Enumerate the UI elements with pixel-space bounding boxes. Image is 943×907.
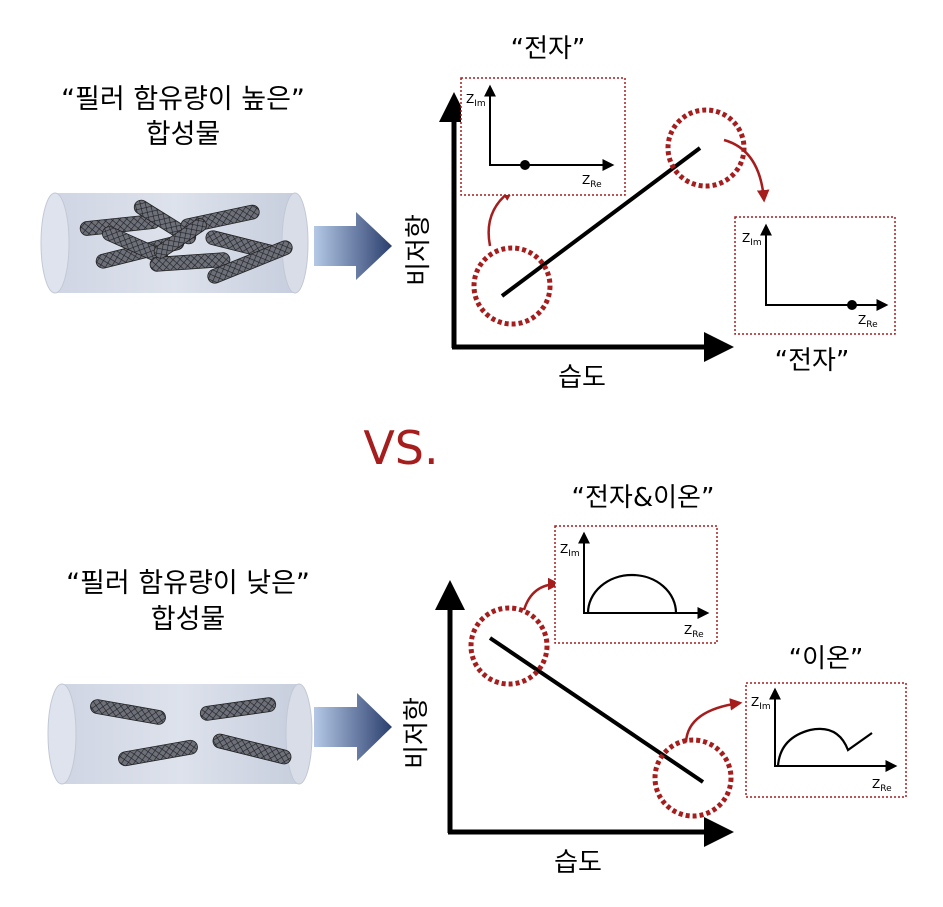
filler-tubes-dense [79, 199, 293, 284]
bottom-y-axis-label: 비저항 [402, 697, 432, 769]
nyquist-point [847, 300, 857, 310]
top-resistivity-trend-line [500, 146, 702, 298]
bottom-sample-label-line1: “필러 함유량이 낮은” [66, 568, 310, 599]
filler-tubes-sparse [90, 697, 292, 767]
top-high-humidity-circle [665, 107, 747, 189]
top-y-axis-label: 비저항 [404, 214, 434, 286]
z-im-label: ZIm [466, 92, 486, 109]
bottom-high-callout-arrow [684, 698, 743, 743]
bottom-inset-high-label: “이온” [789, 644, 864, 674]
z-re-label: ZRe [858, 313, 878, 330]
top-high-callout-arrow [723, 138, 770, 203]
low-filler-composite-cylinder [47, 683, 313, 785]
bottom-inset-low-label: “전자&이온” [572, 483, 715, 513]
nyquist-point [520, 160, 530, 170]
top-low-humidity-circle [471, 245, 553, 327]
top-inset-high-nyquist: ZIm ZRe [734, 216, 896, 335]
top-main-axes [439, 92, 734, 362]
bottom-low-humidity-circle [468, 605, 550, 687]
bottom-resistivity-trend-line [488, 636, 705, 784]
bottom-x-axis-label: 습도 [554, 848, 602, 878]
top-process-arrow [314, 212, 392, 280]
z-re-label: ZRe [582, 173, 602, 190]
top-panel: “필러 함유량이 높은” 합성물 [40, 34, 896, 393]
nyquist-semicircle-with-tail [776, 727, 873, 767]
high-filler-composite-cylinder [40, 192, 309, 294]
top-inset-low-nyquist: ZIm ZRe [460, 77, 626, 196]
top-inset-high-label: “전자” [775, 346, 850, 376]
z-re-label: ZRe [872, 777, 892, 794]
top-low-callout-arrow [487, 188, 515, 247]
bottom-process-arrow [314, 693, 392, 761]
top-sample-label-line2: 합성물 [146, 119, 221, 150]
z-im-label: ZIm [742, 231, 762, 248]
bottom-inset-high-nyquist: ZIm ZRe [745, 682, 907, 798]
top-x-axis-label: 습도 [558, 363, 606, 393]
top-inset-low-label: “전자” [511, 34, 586, 64]
bottom-panel: “필러 함유량이 낮은” 합성물 비저항 습도 [47, 483, 907, 878]
bottom-low-callout-arrow [522, 577, 561, 611]
bottom-main-axes [435, 580, 734, 847]
nyquist-semicircle [586, 573, 678, 614]
top-sample-label-line1: “필러 함유량이 높은” [61, 84, 305, 115]
bottom-high-humidity-circle [652, 737, 734, 819]
z-im-label: ZIm [751, 695, 771, 712]
z-re-label: ZRe [684, 623, 704, 640]
bottom-sample-label-line2: 합성물 [151, 604, 226, 635]
z-im-label: ZIm [560, 542, 580, 559]
vs-label: VS. [363, 421, 438, 475]
bottom-inset-low-nyquist: ZIm ZRe [554, 525, 718, 644]
